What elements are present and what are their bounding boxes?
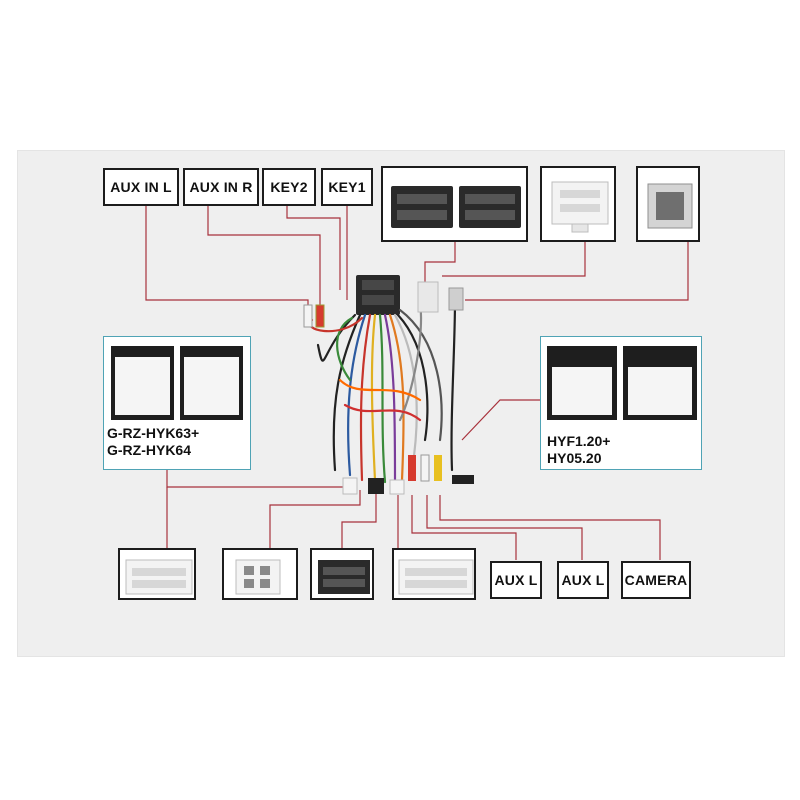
label-key1: KEY1 <box>321 168 373 206</box>
leader-aux-l-2 <box>426 495 583 560</box>
grey-connector-icon <box>647 183 693 229</box>
leader-key2 <box>286 204 341 290</box>
label-aux-in-l: AUX IN L <box>103 168 179 206</box>
harness-bottom-connector-2 <box>368 478 384 494</box>
bottom-connector-1 <box>118 548 196 600</box>
rca-plug-icon <box>303 304 474 484</box>
small-grey-connector <box>448 287 464 311</box>
module-right-title: HYF1.20+ HY05.20 <box>547 433 611 466</box>
leader-camera <box>439 495 661 560</box>
white-connector-icon <box>125 559 193 595</box>
leader-bottom-3 <box>341 490 377 548</box>
leader-bottom-2 <box>269 490 361 548</box>
leader-module-left <box>166 470 350 488</box>
module-right-photo <box>547 346 697 420</box>
black-connector-icon <box>318 560 370 594</box>
leader-aux-in-r <box>207 204 321 310</box>
wide-white-connector-icon <box>398 559 474 595</box>
leader-module-right <box>461 399 540 441</box>
leader-aux-in-l <box>145 204 309 310</box>
main-harness-connector <box>356 275 400 315</box>
leader-top-conn-3 <box>465 240 689 301</box>
label-camera: CAMERA <box>621 561 691 599</box>
white-connector-icon <box>551 181 609 233</box>
bottom-connector-2 <box>222 548 298 600</box>
label-key2: KEY2 <box>262 168 316 206</box>
module-left-title: G-RZ-HYK63+ G-RZ-HYK64 <box>107 425 200 458</box>
label-aux-l-2: AUX L <box>557 561 609 599</box>
harness-bottom-connector-1 <box>342 477 358 495</box>
module-left: G-RZ-HYK63+ G-RZ-HYK64 <box>103 336 251 470</box>
top-connector-3 <box>636 166 700 242</box>
module-right: HYF1.20+ HY05.20 <box>540 336 702 470</box>
bottom-connector-4 <box>392 548 476 600</box>
large-dual-connector-icon <box>391 186 521 228</box>
top-connector-1 <box>381 166 528 242</box>
small-white-connector <box>417 281 439 313</box>
leader-top-conn-2 <box>442 240 586 277</box>
leader-top-conn-1 <box>424 240 456 282</box>
label-aux-in-r: AUX IN R <box>183 168 259 206</box>
leader-aux-l-1 <box>411 495 517 560</box>
bottom-connector-3 <box>310 548 374 600</box>
module-left-photo <box>111 346 243 420</box>
top-connector-2 <box>540 166 616 242</box>
harness-bottom-connector-3 <box>389 479 405 495</box>
label-aux-l-1: AUX L <box>490 561 542 599</box>
wire-bundle <box>308 298 457 484</box>
small-white-connector-icon <box>235 559 281 595</box>
